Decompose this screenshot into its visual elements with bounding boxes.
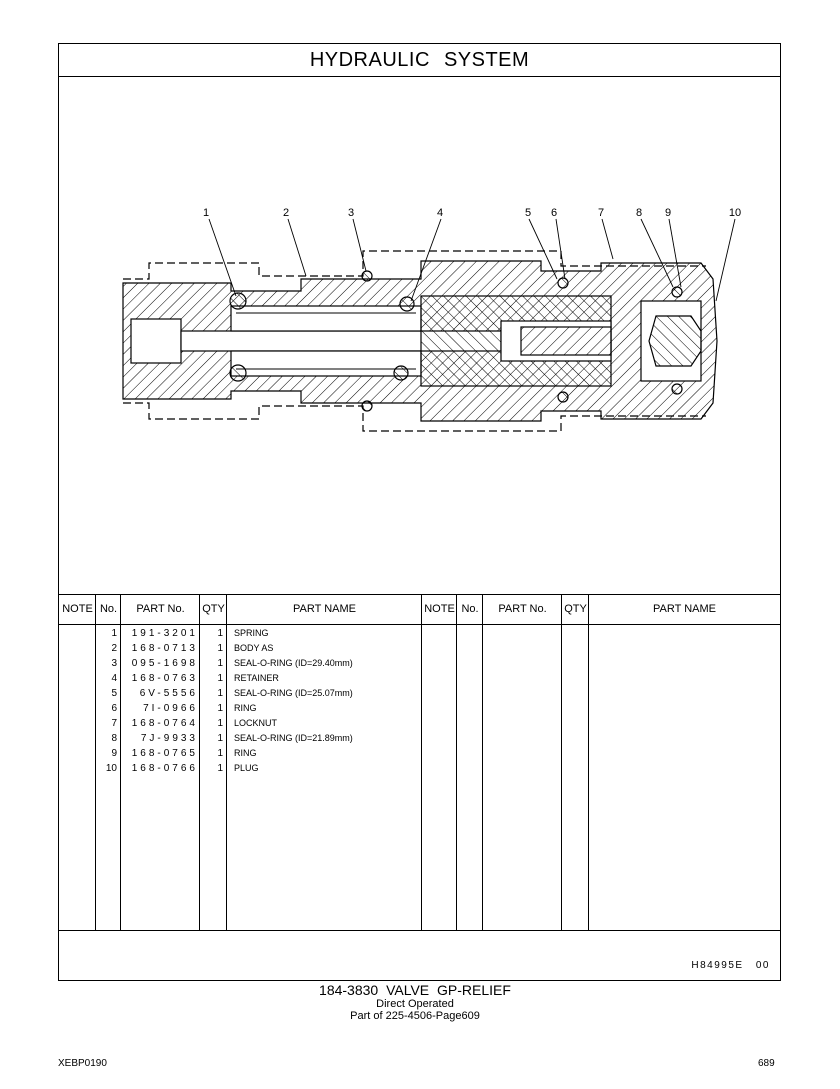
header-part-no-2: PART No. [498,603,547,615]
callout-2: 2 [283,207,289,219]
part-name: LOCKNUT [234,718,278,728]
page-title: HYDRAULIC SYSTEM [59,44,780,77]
table-row: 9 168-0765 1 RING [59,746,420,761]
part-number: 6V-5556 [139,688,198,699]
column-divider [227,595,422,930]
part-name: PLUG [234,763,259,773]
column-divider [422,595,457,930]
quantity: 1 [217,658,223,669]
callout-8: 8 [636,207,642,219]
item-number: 6 [111,703,117,714]
parts-table: NOTE No. PART No. QTY PART NAME NOTE No.… [59,594,780,931]
column-divider [562,595,589,930]
callout-5: 5 [525,207,531,219]
table-row: 10 168-0766 1 PLUG [59,761,420,776]
quantity: 1 [217,643,223,654]
part-name: BODY AS [234,643,274,653]
table-row: 7 168-0764 1 LOCKNUT [59,716,420,731]
callout-4: 4 [437,207,443,219]
table-row: 8 7J-9933 1 SEAL-O-RING (ID=21.89mm) [59,731,420,746]
table-row: 6 7I-0966 1 RING [59,701,420,716]
callout-3: 3 [348,207,354,219]
item-number: 10 [105,763,117,774]
part-name: SEAL-O-RING (ID=21.89mm) [234,733,353,743]
item-number: 5 [111,688,117,699]
callout-6: 6 [551,207,557,219]
column-divider [121,595,200,930]
part-number: 168-0765 [131,748,198,759]
part-name: SEAL-O-RING (ID=25.07mm) [234,688,353,698]
part-number: 095-1698 [131,658,198,669]
item-number: 9 [111,748,117,759]
part-number: 7I-0966 [143,703,198,714]
part-number: 168-0764 [131,718,198,729]
header-note-2: NOTE [424,603,455,615]
column-divider [96,595,121,930]
table-row: 4 168-0763 1 RETAINER [59,671,420,686]
valve-cross-section-drawing: 1 2 3 4 5 6 7 8 9 10 [59,76,780,594]
header-part-name-2: PART NAME [653,603,716,615]
quantity: 1 [217,688,223,699]
assembly-parent-reference: Part of 225-4506-Page609 [350,1010,480,1022]
callout-9: 9 [665,207,671,219]
item-number: 1 [111,628,117,639]
callout-1: 1 [203,207,209,219]
table-row: 3 095-1698 1 SEAL-O-RING (ID=29.40mm) [59,656,420,671]
quantity: 1 [217,628,223,639]
item-number: 4 [111,673,117,684]
quantity: 1 [217,703,223,714]
quantity: 1 [217,718,223,729]
item-number: 7 [111,718,117,729]
quantity: 1 [217,748,223,759]
catalog-page-frame: HYDRAULIC SYSTEM [58,43,781,981]
table-header: NOTE No. PART No. QTY PART NAME NOTE No.… [59,595,780,625]
document-id: XEBP0190 [58,1058,107,1069]
column-divider [483,595,562,930]
illustration-code: H84995E 00 [691,960,770,971]
part-name: SEAL-O-RING (ID=29.40mm) [234,658,353,668]
part-number: 168-0713 [131,643,198,654]
table-row: 5 6V-5556 1 SEAL-O-RING (ID=25.07mm) [59,686,420,701]
part-name: SPRING [234,628,269,638]
column-divider [200,595,227,930]
page-number: 689 [758,1058,775,1069]
part-number: 168-0763 [131,673,198,684]
header-no: No. [99,603,118,615]
table-row: 2 168-0713 1 BODY AS [59,641,420,656]
part-name: RETAINER [234,673,279,683]
column-divider [59,595,96,930]
item-number: 2 [111,643,117,654]
header-part-name: PART NAME [293,603,356,615]
part-name: RING [234,703,257,713]
item-number: 3 [111,658,117,669]
quantity: 1 [217,673,223,684]
part-number: 7J-9933 [140,733,198,744]
assembly-title: 184-3830 VALVE GP-RELIEF [319,982,511,998]
header-part-no: PART No. [136,603,185,615]
column-divider [457,595,483,930]
table-row: 1 191-3201 1 SPRING [59,626,420,641]
header-note: NOTE [62,603,93,615]
item-number: 8 [111,733,117,744]
part-number: 191-3201 [131,628,198,639]
part-name: RING [234,748,257,758]
callout-7: 7 [598,207,604,219]
header-qty-2: QTY [564,603,587,615]
part-number: 168-0766 [131,763,198,774]
callout-10: 10 [729,207,741,219]
header-no-2: No. [461,603,479,615]
quantity: 1 [217,763,223,774]
assembly-subtitle: Direct Operated [376,998,454,1010]
header-qty: QTY [202,603,225,615]
quantity: 1 [217,733,223,744]
